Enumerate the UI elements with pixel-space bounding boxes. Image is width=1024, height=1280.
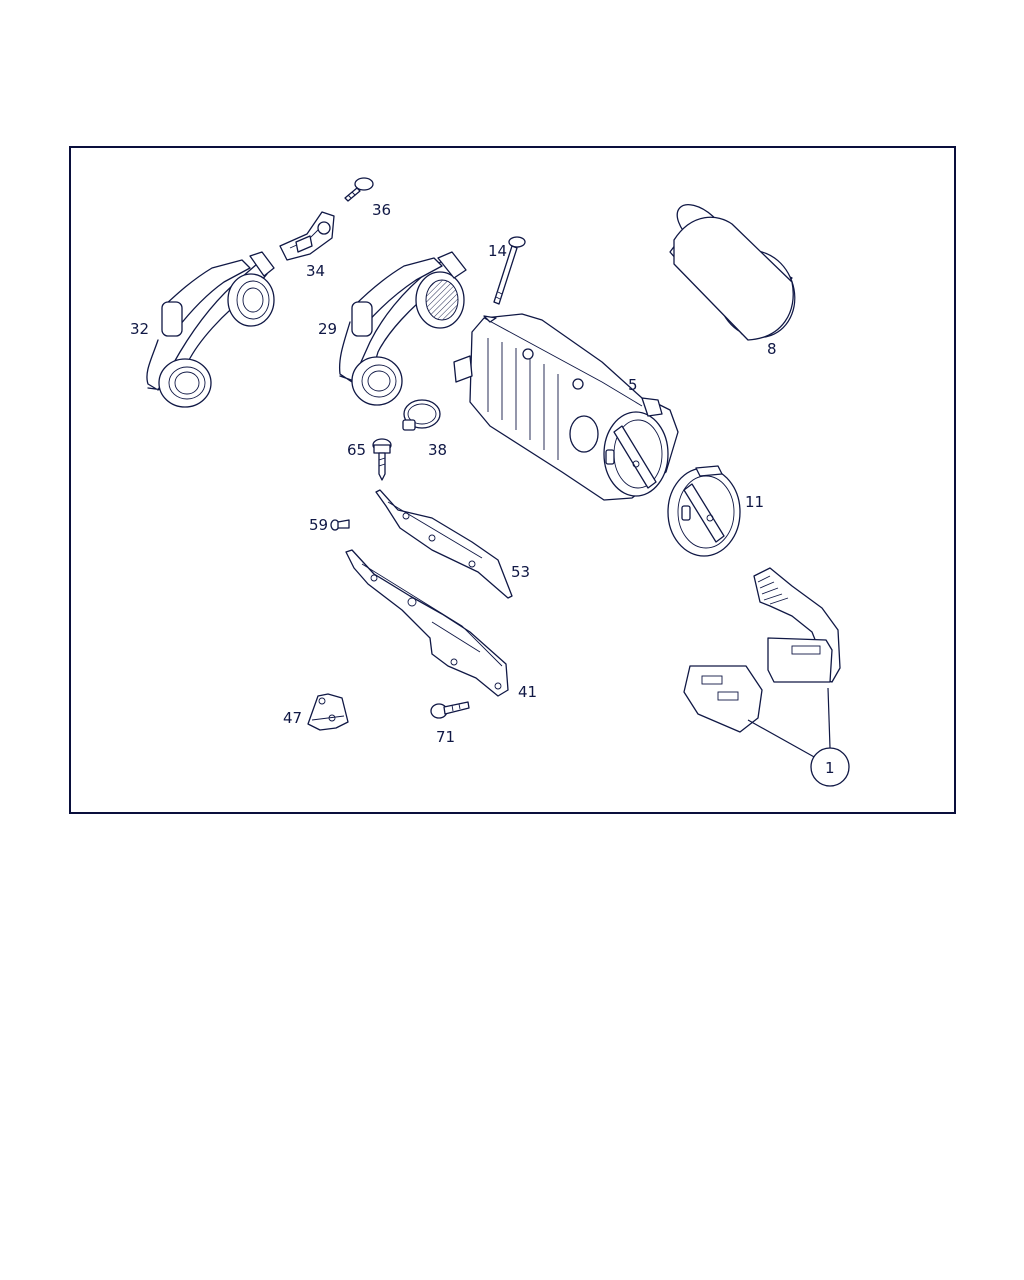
callout-65: 65 — [347, 441, 366, 459]
part-65-bolt — [372, 438, 392, 481]
callout-41: 41 — [518, 683, 537, 701]
callout-11: 11 — [745, 493, 764, 511]
callout-1: 1 — [825, 759, 835, 777]
callout-47: 47 — [283, 709, 302, 727]
callout-29: 29 — [318, 320, 337, 338]
callout-34: 34 — [306, 262, 325, 280]
callout-32: 32 — [130, 320, 149, 338]
callout-53: 53 — [511, 563, 530, 581]
diagram-frame: 36 34 14 8 32 29 5 65 38 11 59 53 41 47 … — [69, 146, 956, 814]
part-14-bolt — [493, 236, 526, 305]
part-38-hose-clamp — [402, 399, 441, 431]
part-53-bracket — [375, 489, 513, 599]
callout-14: 14 — [488, 242, 507, 260]
part-11-cover — [667, 465, 741, 557]
part-36-screw — [344, 177, 374, 202]
part-34-sensor — [279, 211, 335, 261]
part-41-bracket — [345, 549, 509, 697]
part-32-intake-duct — [146, 251, 275, 408]
part-59-screw — [330, 519, 350, 531]
part-8-air-filter — [669, 204, 796, 341]
callout-38: 38 — [428, 441, 447, 459]
part-29-intake-duct — [338, 251, 467, 406]
callout-8: 8 — [767, 340, 777, 358]
part-1-intake-hose — [683, 567, 850, 787]
callout-36: 36 — [372, 201, 391, 219]
callout-5: 5 — [628, 376, 638, 394]
part-71-screw — [430, 701, 470, 719]
callout-59: 59 — [309, 516, 328, 534]
part-47-bracket — [307, 693, 349, 731]
part-5-filter-housing — [453, 313, 679, 501]
callout-71: 71 — [436, 728, 455, 746]
